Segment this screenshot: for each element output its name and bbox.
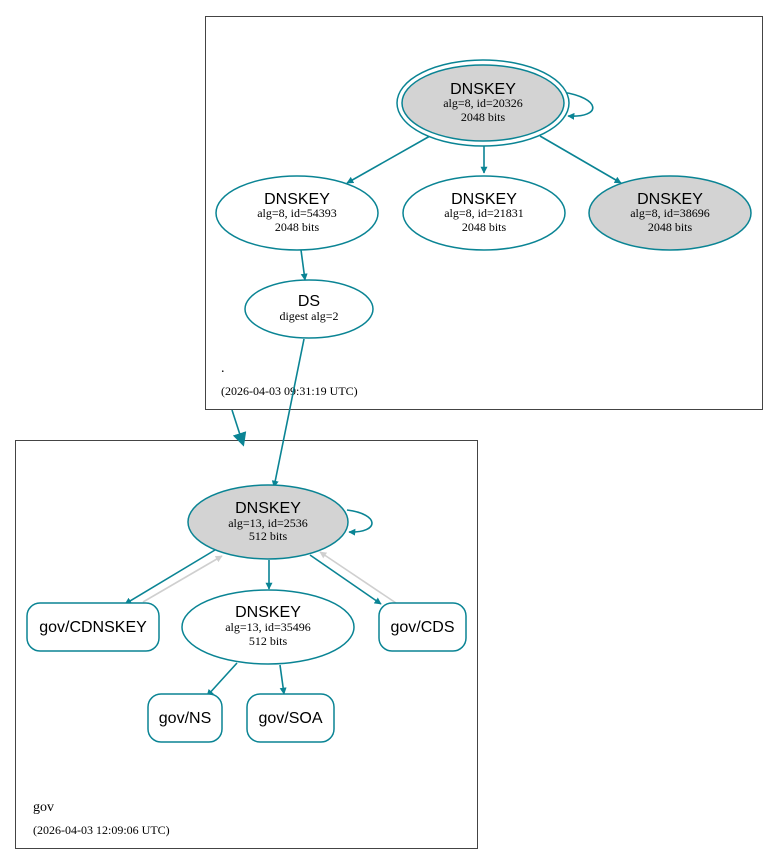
node-root-zsk-38696[interactable]: DNSKEY alg=8, id=38696 2048 bits (588, 175, 752, 251)
node-gov-cds-label: gov/CDS (390, 619, 454, 636)
edge-gov-zsk-to-ns (206, 662, 238, 697)
edge-root-ksk-to-zsk1 (346, 135, 431, 184)
node-gov-zsk-line1: alg=13, id=35496 (225, 620, 311, 634)
node-gov-ns[interactable]: gov/NS (147, 693, 223, 743)
node-root-zsk3-line2: 2048 bits (648, 220, 693, 234)
node-gov-ns-label: gov/NS (159, 710, 211, 727)
gov-zone-timestamp: (2026-04-03 12:09:06 UTC) (33, 823, 170, 837)
edge-root-ksk-self (561, 91, 594, 120)
edge-cds-to-gov-ksk (319, 551, 397, 604)
node-gov-ds-line1: digest alg=2 (279, 309, 338, 323)
node-root-ksk[interactable]: DNSKEY alg=8, id=20326 2048 bits (396, 59, 570, 147)
edge-cdnskey-to-gov-ksk (142, 555, 223, 603)
edge-root-zsk1-to-ds (300, 249, 308, 281)
root-zone-cluster: . (2026-04-03 09:31:19 UTC) (205, 16, 763, 410)
node-gov-zsk-title: DNSKEY (235, 604, 301, 621)
node-root-zsk1-line1: alg=8, id=54393 (257, 206, 337, 220)
node-root-zsk1-line2: 2048 bits (275, 220, 320, 234)
node-gov-ksk-title: DNSKEY (235, 500, 301, 517)
node-gov-zsk[interactable]: DNSKEY alg=13, id=35496 512 bits (181, 589, 355, 665)
node-gov-soa[interactable]: gov/SOA (246, 693, 335, 743)
edge-ds-to-gov-ksk (271, 338, 305, 488)
edge-gov-zsk-to-soa (279, 664, 287, 695)
node-root-ksk-line1: alg=8, id=20326 (443, 96, 523, 110)
node-gov-ksk[interactable]: DNSKEY alg=13, id=2536 512 bits (187, 484, 349, 560)
node-root-zsk2-title: DNSKEY (451, 191, 517, 208)
root-zone-box (205, 16, 763, 410)
node-gov-soa-label: gov/SOA (258, 710, 322, 727)
gov-zone-cluster: gov (2026-04-03 12:09:06 UTC) (15, 440, 478, 849)
edge-gov-ksk-self (346, 509, 373, 536)
node-gov-cdnskey-label: gov/CDNSKEY (39, 619, 147, 636)
gov-zone-box (15, 440, 478, 849)
gov-zone-label: gov (33, 800, 54, 815)
node-root-zsk1-title: DNSKEY (264, 191, 330, 208)
edge-gov-ksk-to-cds (309, 554, 382, 605)
node-gov-ds-title: DS (298, 293, 320, 310)
node-root-ksk-line2: 2048 bits (461, 110, 506, 124)
node-gov-cds[interactable]: gov/CDS (378, 602, 467, 652)
node-root-zsk3-line1: alg=8, id=38696 (630, 206, 710, 220)
node-root-zsk3-title: DNSKEY (637, 191, 703, 208)
node-root-ksk-title: DNSKEY (450, 81, 516, 98)
root-zone-label: . (221, 361, 225, 376)
edge-root-ksk-to-zsk3 (539, 135, 622, 184)
node-gov-ds[interactable]: DS digest alg=2 (244, 279, 374, 339)
node-root-zsk2-line2: 2048 bits (462, 220, 507, 234)
node-gov-zsk-line2: 512 bits (249, 634, 288, 648)
node-root-zsk-21831[interactable]: DNSKEY alg=8, id=21831 2048 bits (402, 175, 566, 251)
node-root-zsk2-line1: alg=8, id=21831 (444, 206, 524, 220)
root-zone-timestamp: (2026-04-03 09:31:19 UTC) (221, 384, 358, 398)
node-gov-ksk-line2: 512 bits (249, 529, 288, 543)
edge-gov-ksk-to-cdnskey (124, 549, 216, 605)
delegation-edge (231, 409, 247, 447)
node-root-zsk-54393[interactable]: DNSKEY alg=8, id=54393 2048 bits (215, 175, 379, 251)
node-gov-ksk-line1: alg=13, id=2536 (228, 516, 308, 530)
node-gov-cdnskey[interactable]: gov/CDNSKEY (26, 602, 160, 652)
